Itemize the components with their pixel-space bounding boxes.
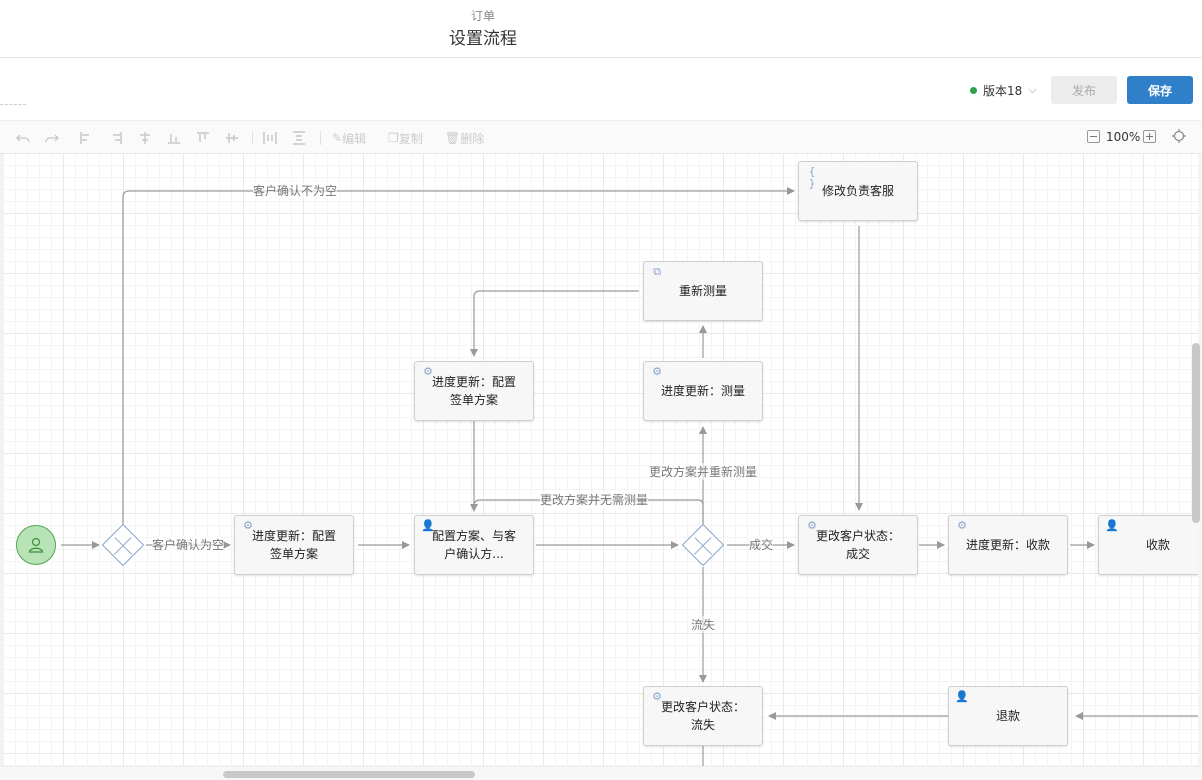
divider <box>0 104 26 105</box>
zoom-out-icon[interactable] <box>1087 130 1100 143</box>
horizontal-scrollbar[interactable] <box>0 766 1202 780</box>
divider <box>252 131 253 145</box>
status-dot-icon <box>970 86 977 94</box>
vertical-scrollbar-thumb[interactable] <box>1192 343 1200 523</box>
align-middle-icon[interactable] <box>225 130 239 146</box>
edge-label[interactable]: 流失 <box>691 616 716 633</box>
service-icon: ⚙ <box>652 690 662 703</box>
distribute-horizontal-icon[interactable] <box>263 130 277 146</box>
start-event[interactable] <box>16 525 56 565</box>
service-icon: ⚙ <box>423 365 433 378</box>
user-icon <box>28 537 44 553</box>
script-icon: { } <box>808 165 816 190</box>
undo-icon[interactable] <box>16 130 30 146</box>
service-icon: ⚙ <box>807 519 817 532</box>
edit-icon: ✎ <box>332 131 343 145</box>
edge-label[interactable]: 客户确认为空 <box>152 536 225 553</box>
service-icon: ⚙ <box>957 519 967 532</box>
delete-label: 删除 <box>460 131 485 146</box>
zoom-in-icon[interactable] <box>1143 130 1156 143</box>
canvas-edge <box>0 154 4 766</box>
edge-label[interactable]: 成交 <box>749 536 774 553</box>
user-task-icon: 👤 <box>1105 519 1119 532</box>
user-task-icon: 👤 <box>955 690 969 703</box>
edge-label[interactable]: 更改方案并重新测量 <box>649 463 758 480</box>
edge-label[interactable]: 客户确认不为空 <box>253 182 338 199</box>
edge-customer-confirm-not-empty <box>122 187 795 527</box>
edit-label: 编辑 <box>342 131 367 146</box>
user-task-icon: 👤 <box>421 519 435 532</box>
task-payment[interactable]: 👤 收款 <box>1098 515 1198 575</box>
flow-connections <box>61 187 1198 766</box>
edge-label[interactable]: 更改方案并无需测量 <box>540 491 649 508</box>
task-status-deal[interactable]: ⚙ 更改客户状态：成交 <box>798 515 918 575</box>
divider <box>320 131 321 145</box>
copy-label: 复制 <box>398 131 423 146</box>
publish-button[interactable]: 发布 <box>1051 76 1117 104</box>
edge-remeasure-progress-config-top <box>470 290 639 357</box>
task-refund[interactable]: 👤 退款 <box>948 686 1068 746</box>
task-progress-measure[interactable]: ⚙ 进度更新：测量 <box>643 361 763 421</box>
subprocess-icon: ⧉ <box>653 265 661 278</box>
version-selector[interactable]: 版本18 ⌵ <box>970 81 1037 99</box>
align-center-icon[interactable] <box>138 130 152 146</box>
task-modify-customer-service[interactable]: { } 修改负责客服 <box>798 161 918 221</box>
task-progress-config-plan[interactable]: ⚙ 进度更新：配置签单方案 <box>234 515 354 575</box>
task-progress-config-plan-top[interactable]: ⚙ 进度更新：配置签单方案 <box>414 361 534 421</box>
align-top-icon[interactable] <box>196 130 210 146</box>
delete-button[interactable]: 🗑删除 <box>445 130 484 146</box>
save-button[interactable]: 保存 <box>1127 76 1193 104</box>
version-label: 版本18 <box>983 83 1023 98</box>
align-bottom-icon[interactable] <box>167 130 181 146</box>
trash-icon: 🗑 <box>445 131 461 145</box>
service-icon: ⚙ <box>243 519 253 532</box>
align-left-icon[interactable] <box>79 130 93 146</box>
task-configure-and-confirm[interactable]: 👤 配置方案、与客户确认方... <box>414 515 534 575</box>
toolbar: ✎编辑 ❐复制 🗑删除 100% <box>0 120 1202 154</box>
chevron-down-icon: ⌵ <box>1028 83 1037 96</box>
align-right-icon[interactable] <box>109 130 123 146</box>
zoom-level: 100% <box>1106 130 1141 144</box>
page-header: 订单 设置流程 <box>0 0 1202 58</box>
task-progress-payment[interactable]: ⚙ 进度更新：收款 <box>948 515 1068 575</box>
edit-button[interactable]: ✎编辑 <box>332 130 366 146</box>
task-status-lost[interactable]: ⚙ 更改客户状态：流失 <box>643 686 763 746</box>
page-title: 设置流程 <box>449 29 517 49</box>
service-icon: ⚙ <box>652 365 662 378</box>
task-remeasure[interactable]: ⧉ 重新测量 <box>643 261 763 321</box>
fit-view-icon[interactable] <box>1172 129 1186 143</box>
redo-icon[interactable] <box>45 130 59 146</box>
copy-button[interactable]: ❐复制 <box>388 130 423 146</box>
copy-icon: ❐ <box>388 131 399 145</box>
version-bar <box>0 59 1202 119</box>
horizontal-scrollbar-thumb[interactable] <box>223 771 475 778</box>
flow-canvas[interactable]: { } 修改负责客服 ⧉ 重新测量 ⚙ 进度更新：配置签单方案 ⚙ 进度更新：测… <box>4 154 1198 766</box>
breadcrumb[interactable]: 订单 <box>470 9 495 23</box>
distribute-vertical-icon[interactable] <box>292 130 306 146</box>
vertical-scrollbar[interactable] <box>1198 154 1202 766</box>
